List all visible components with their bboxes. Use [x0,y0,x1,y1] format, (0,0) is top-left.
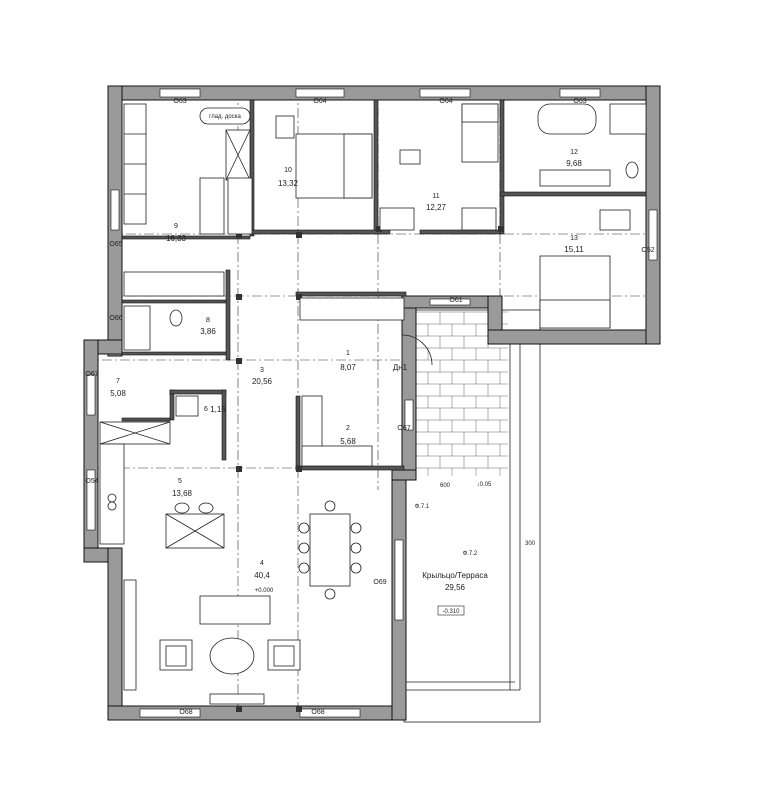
room-9-number: 9 [174,223,178,230]
room-1-number: 1 [346,350,350,357]
furniture [99,103,647,705]
room-6-number: 6 [204,406,208,413]
window-label: О63 [573,98,586,105]
window-label: О68 [311,709,324,716]
room-2-area: 5,68 [340,437,356,446]
room-2-number: 2 [346,425,350,432]
window-label: О68 [179,709,192,716]
room-8-number: 8 [206,317,210,324]
terrace-label: Крыльцо/Терраса [422,571,488,580]
room-labels: 1 8,07 2 5,68 3 20,56 4 40,4 5 13,68 6 1… [110,149,584,580]
window-label: О66 [109,315,122,322]
room-9-area: 16,33 [166,234,187,243]
room-10-area: 13,32 [278,179,299,188]
terrace-area: 29,56 [445,583,466,592]
walls [83,85,661,721]
partitions [121,99,647,471]
terrace-mark-box: -0.310 [442,609,460,615]
room-13-number: 13 [570,235,578,242]
ironing-board-label: глад. доска [209,114,241,120]
room-5-number: 5 [178,478,182,485]
columns [236,226,504,712]
room-12-number: 12 [570,149,578,156]
door-label: Дн1 [393,363,408,372]
room-3-area: 20,56 [252,377,273,386]
room-1-area: 8,07 [340,363,356,372]
room-13-area: 15,11 [564,245,584,254]
room-3-number: 3 [260,367,264,374]
misc-labels: глад. доска Дн1 +0.000 [209,114,408,594]
room-8-area: 3,86 [200,327,216,336]
terrace-slope-2: Ф.7.2 [463,551,478,557]
window-label: О63 [173,98,186,105]
room-12-area: 9,68 [566,159,582,168]
room-7-number: 7 [116,378,120,385]
window-label: О64 [313,98,326,105]
room-4-area: 40,4 [254,571,270,580]
window-label: О61 [449,297,462,304]
room-4-number: 4 [260,560,264,567]
window-label: О52 [641,247,654,254]
room-5-area: 13,68 [172,489,193,498]
terrace-slope-1: ↓0.05 [477,482,492,488]
room-7-area: 5,08 [110,389,126,398]
window-labels: О63 О64 О64 О63 О65 О52 О61 О66 О67 О67 … [85,98,654,716]
window-label: О54 [85,478,98,485]
entrance-door [401,334,433,366]
terrace-labels: Крыльцо/Терраса 29,56 600 300 ↓0.05 Ф.7.… [415,482,536,616]
terrace-dim-600: 600 [440,483,451,489]
terrace-dim-300: 300 [525,541,536,547]
window-label: О69 [373,579,386,586]
room-6-area: 1,15 [210,405,226,414]
level-mark: +0.000 [255,588,274,594]
room-11-area: 12,27 [426,203,447,212]
window-label: О64 [439,98,452,105]
room-11-number: 11 [432,193,439,200]
room-10-number: 10 [284,167,292,174]
terrace [403,309,541,723]
window-label: О67 [397,425,410,432]
window-label: О67 [85,371,98,378]
terrace-slope-3: Ф.7.1 [415,504,430,510]
window-label: О65 [109,241,122,248]
